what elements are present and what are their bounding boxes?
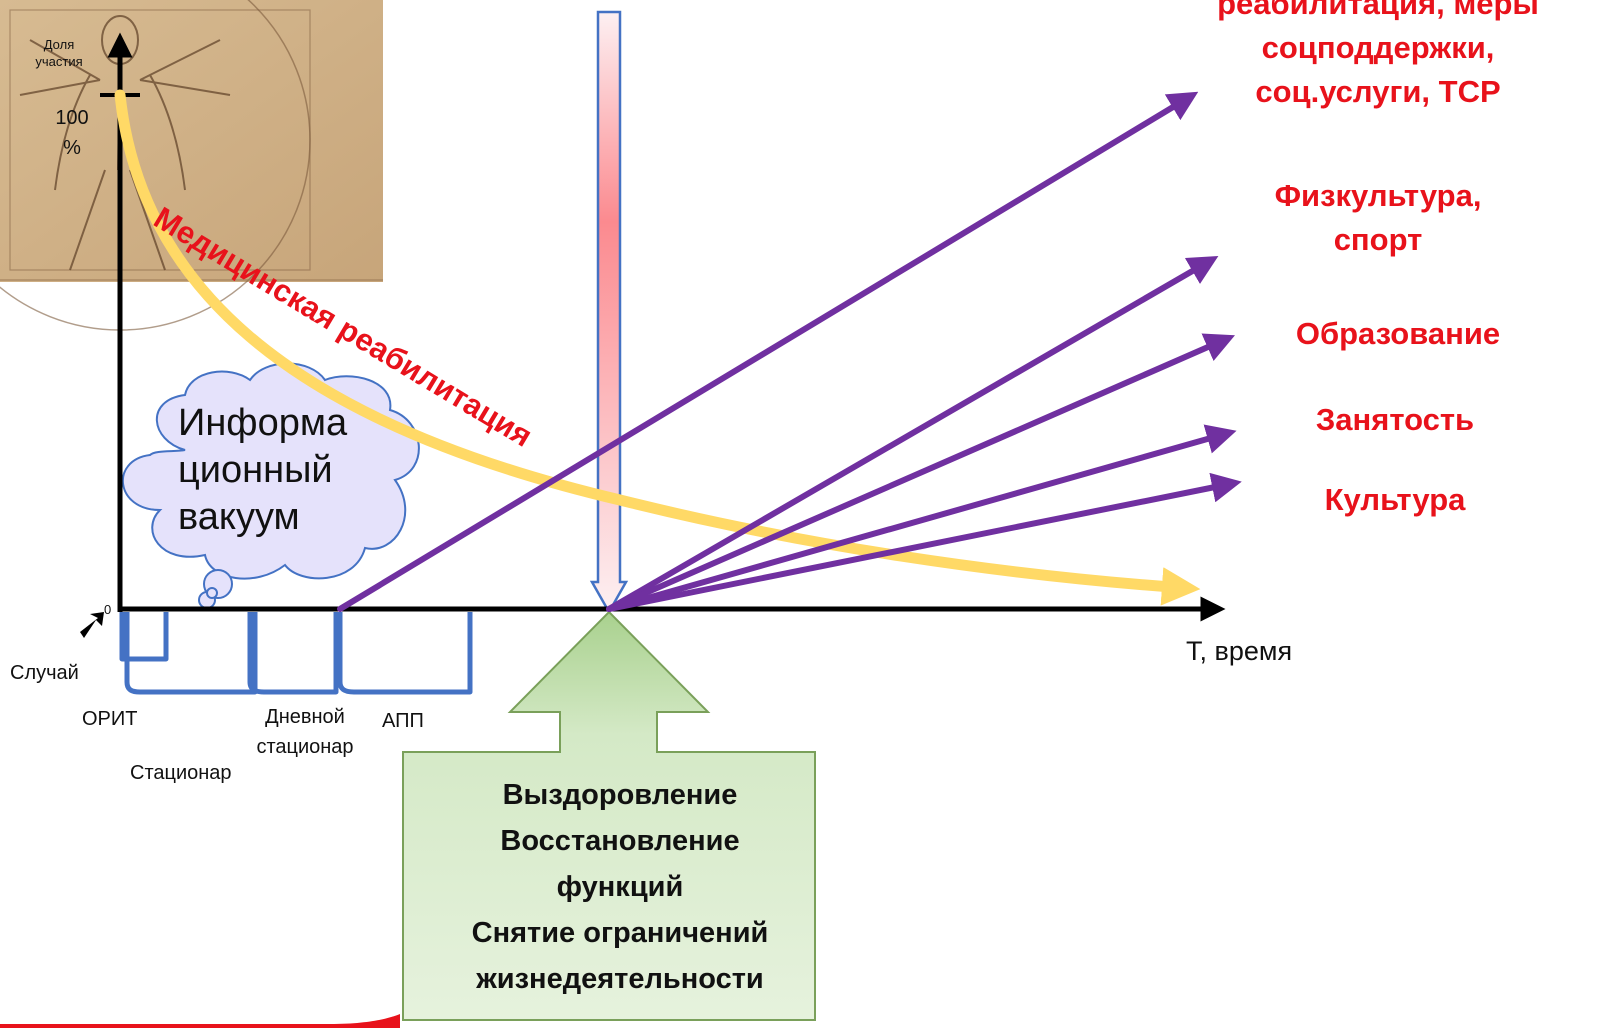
y-axis-100-label: 100 % — [55, 107, 89, 159]
arrow-education — [606, 333, 1235, 612]
start-arrow-icon — [80, 612, 104, 638]
stage-icu-label: ОРИТ — [82, 708, 138, 730]
thought-bubble — [122, 362, 420, 609]
direction-social-support: реабилитация, меры соцподдержки, соц.усл… — [1217, 0, 1539, 109]
stage-day-hospital-label: Дневной стационар — [256, 706, 354, 758]
stage-hospital-label: Стационар — [130, 762, 232, 784]
medical-rehab-curve — [114, 89, 1201, 606]
day-hospital-bracket — [247, 612, 339, 695]
pink-down-arrow — [589, 10, 629, 615]
icu-bracket — [119, 612, 169, 662]
y-axis-label: Доля участия — [35, 37, 83, 69]
direction-physical-culture: Физкультура, спорт — [1274, 178, 1482, 257]
arrow-culture — [606, 472, 1242, 612]
arrow-social-support — [337, 91, 1199, 612]
stage-outpatient-label: АПП — [382, 710, 424, 732]
vitruvian-sketch-image — [0, 0, 383, 331]
thought-bubble-text: Информа ционный вакуум — [178, 402, 348, 538]
x-axis-label: Т, время — [1186, 636, 1293, 666]
arrow-physical-culture — [606, 255, 1219, 612]
origin-label: 0 — [104, 602, 112, 617]
direction-employment: Занятость — [1315, 402, 1475, 437]
outcome-text: Выздоровление Восстановление функций Сня… — [471, 779, 769, 995]
direction-culture: Культура — [1324, 482, 1466, 517]
arrow-employment — [606, 424, 1237, 612]
footer-swoosh — [0, 1014, 400, 1028]
direction-education: Образование — [1295, 316, 1501, 351]
outpatient-bracket — [337, 612, 473, 695]
outcome-arrow-box — [402, 610, 816, 1021]
hospital-bracket — [124, 612, 258, 695]
stage-start-label: Случай — [10, 662, 79, 684]
